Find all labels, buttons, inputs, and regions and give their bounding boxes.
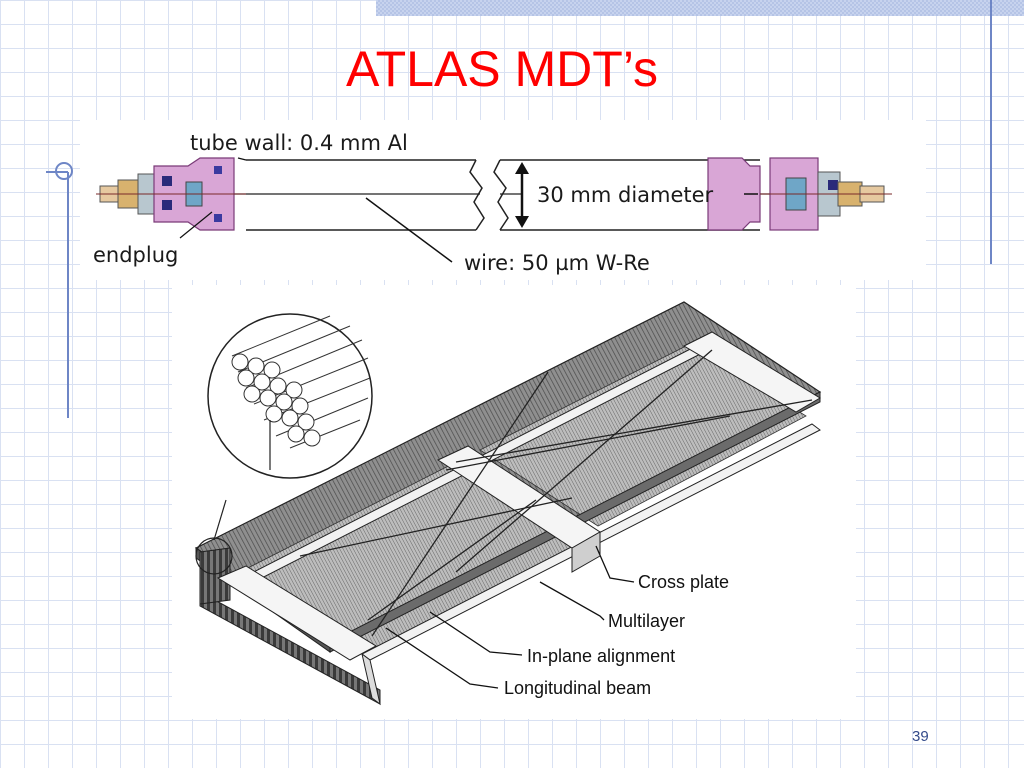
in-plane-alignment xyxy=(299,349,813,637)
page-number: 39 xyxy=(912,728,929,745)
tube-left-section xyxy=(246,159,485,231)
bullet-ring-icon xyxy=(55,162,73,180)
tube-bundle-inset xyxy=(195,313,373,575)
tube-wall-label: tube wall: 0.4 mm Al xyxy=(190,131,408,155)
in-plane-alignment-label: In-plane alignment xyxy=(527,646,675,666)
endplug-label: endplug xyxy=(93,243,178,267)
header-band xyxy=(376,0,1024,16)
slide-title: ATLAS MDT’s xyxy=(345,41,659,97)
cross-plate xyxy=(216,331,821,661)
wire-leader xyxy=(365,197,453,263)
right-accent-rule xyxy=(990,0,992,264)
longitudinal-beam-label: Longitudinal beam xyxy=(504,678,651,698)
multilayer-label: Multilayer xyxy=(608,611,685,631)
diameter-label: 30 mm diameter xyxy=(537,183,714,207)
tube-wall-leader xyxy=(237,157,247,161)
diameter-arrow xyxy=(515,162,529,228)
longitudinal-beam-leader xyxy=(385,627,499,689)
cross-plate-label: Cross plate xyxy=(638,572,729,592)
left-accent-rule xyxy=(67,172,69,418)
tube-diagram: tube wall: 0.4 mm Al 30 mm diameter endp… xyxy=(93,131,892,275)
wire-label: wire: 50 µm W-Re xyxy=(464,251,650,275)
right-endplug-icon xyxy=(707,157,892,231)
left-endplug-icon xyxy=(96,157,246,231)
multilayer-leader xyxy=(539,581,605,621)
cross-plate-leader xyxy=(595,545,635,583)
endplug-leader xyxy=(179,211,213,239)
in-plane-alignment-leader xyxy=(429,611,523,656)
